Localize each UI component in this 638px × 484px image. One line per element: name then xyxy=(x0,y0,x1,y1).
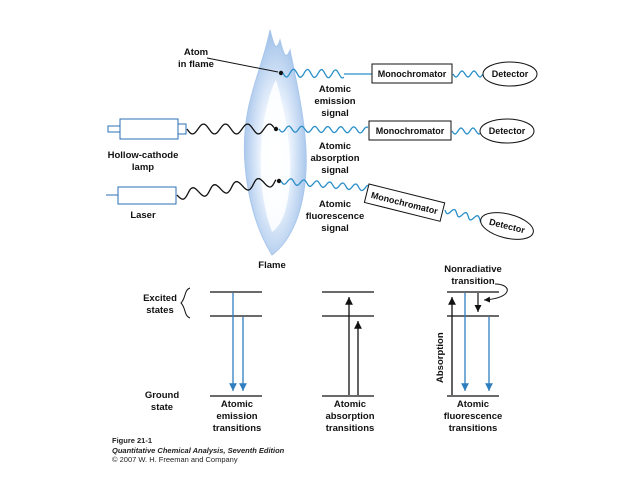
emission-signal-line1: Atomic xyxy=(319,84,351,95)
lamp-wave-black xyxy=(186,123,275,135)
absorption-transitions-line3: transitions xyxy=(326,423,375,434)
detector-label-2: Detector xyxy=(489,126,526,136)
copyright: © 2007 W. H. Freeman and Company xyxy=(112,455,238,464)
excited-states-line1: Excited xyxy=(143,293,177,304)
monochromator-label-2: Monochromator xyxy=(376,126,445,136)
atom-pointer-line xyxy=(206,57,279,73)
nonradiative-line2: transition xyxy=(451,276,494,287)
fluorescence-transitions-line1: Atomic xyxy=(457,399,489,410)
flame-label: Flame xyxy=(258,260,285,271)
laser-wave-black xyxy=(176,177,277,200)
fluorescence-signal-line2: fluorescence xyxy=(306,211,365,222)
lamp-label: lamp xyxy=(132,162,154,173)
hollow-cathode-lamp-body xyxy=(119,118,179,140)
emission-transitions-line1: Atomic xyxy=(221,399,253,410)
fluorescence-wave xyxy=(280,178,369,192)
in-flame-label: in flame xyxy=(178,59,214,70)
emission-wave-out xyxy=(452,70,484,78)
hollow-cathode-label: Hollow-cathode xyxy=(108,150,179,161)
excited-brace xyxy=(180,287,191,319)
nonradiative-line1: Nonradiative xyxy=(444,264,502,275)
ground-state-line1: Ground xyxy=(145,390,179,401)
absorption-wave xyxy=(278,125,369,134)
absorption-axis-label: Absorption xyxy=(435,332,446,383)
monochromator-box-3 xyxy=(363,183,446,222)
fluorescence-signal-line1: Atomic xyxy=(319,199,351,210)
fluorescence-row: Monochromator Detector xyxy=(106,177,534,240)
detector-circle-3 xyxy=(480,212,534,240)
atom-label: Atom xyxy=(184,47,208,58)
atom-dot xyxy=(278,70,284,76)
detector-label-1: Detector xyxy=(492,69,529,79)
excited-states-line2: states xyxy=(146,305,173,316)
laser-body xyxy=(117,186,177,205)
figure-caption: Figure 21-1 Quantitative Chemical Analys… xyxy=(112,436,284,465)
emission-signal-line3: signal xyxy=(321,108,348,119)
monochromator-box-1 xyxy=(371,63,453,84)
fluorescence-signal-line3: signal xyxy=(321,223,348,234)
figure-number: Figure 21-1 xyxy=(112,436,153,445)
monochromator-box-2 xyxy=(368,120,452,141)
absorption-transitions-line2: absorption xyxy=(325,411,374,422)
emission-transitions-line3: transitions xyxy=(213,423,262,434)
absorption-signal-line3: signal xyxy=(321,165,348,176)
fluorescence-transitions-line3: transitions xyxy=(449,423,498,434)
detector-circle-1 xyxy=(482,61,538,87)
laser-label: Laser xyxy=(130,210,156,221)
absorption-transitions-line1: Atomic xyxy=(334,399,366,410)
emission-row: Monochromator Detector xyxy=(206,57,538,87)
flame xyxy=(243,29,307,256)
absorption-signal-line1: Atomic xyxy=(319,141,351,152)
absorption-signal-line2: absorption xyxy=(310,153,359,164)
emission-wave xyxy=(282,68,345,79)
monochromator-label-1: Monochromator xyxy=(378,69,447,79)
detector-circle-2 xyxy=(479,118,535,144)
book-title: Quantitative Chemical Analysis, Seventh … xyxy=(112,445,285,455)
fluorescence-transitions-line2: fluorescence xyxy=(444,411,503,422)
emission-transitions-line2: emission xyxy=(216,411,257,422)
absorption-row: Monochromator Detector xyxy=(107,118,535,144)
energy-levels xyxy=(210,283,508,397)
ground-state-line2: state xyxy=(151,402,173,413)
emission-signal-line2: emission xyxy=(314,96,355,107)
